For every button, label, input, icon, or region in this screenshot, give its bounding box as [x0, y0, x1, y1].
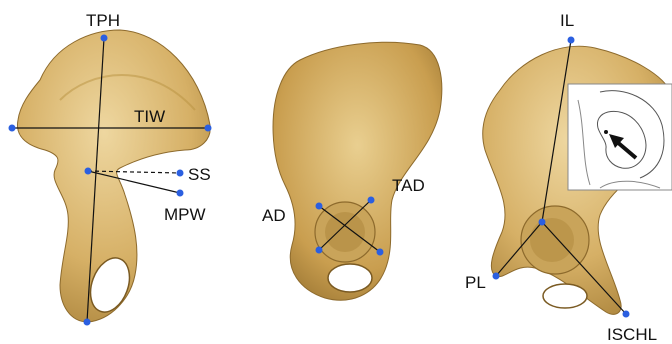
- label-mpw: MPW: [164, 205, 206, 224]
- pelvis-acetabular-view: [273, 42, 442, 300]
- acetabular-center-point: [539, 219, 546, 226]
- label-ad: AD: [262, 206, 286, 225]
- label-tad: TAD: [392, 176, 425, 195]
- ss-right-point: [177, 170, 184, 177]
- tad-bottom-point: [316, 247, 323, 254]
- label-tiw: TIW: [134, 107, 165, 126]
- ischl-bottom-point: [623, 311, 630, 318]
- bone-shape-2: [273, 42, 442, 300]
- acetabulum-inner-3: [530, 218, 574, 262]
- ss-left-point: [85, 168, 92, 175]
- label-ss: SS: [188, 165, 211, 184]
- inset-center-point: [604, 130, 608, 134]
- label-tph: TPH: [86, 11, 120, 30]
- label-pl: PL: [465, 273, 486, 292]
- mpw-right-point: [177, 190, 184, 197]
- tph-bottom-point: [84, 319, 91, 326]
- ad-bottom-point: [377, 249, 384, 256]
- obturator-foramen-3: [543, 284, 587, 308]
- acetabulum-inset: [568, 84, 672, 190]
- ad-top-point: [316, 203, 323, 210]
- tph-top-point: [101, 35, 108, 42]
- pl-bottom-point: [493, 273, 500, 280]
- acetabulum-inner-2: [325, 212, 365, 252]
- label-il: IL: [560, 11, 574, 30]
- label-ischl: ISCHL: [607, 325, 657, 344]
- tiw-left-point: [9, 125, 16, 132]
- tiw-right-point: [205, 125, 212, 132]
- il-top-point: [568, 37, 575, 44]
- tad-top-point: [368, 197, 375, 204]
- obturator-foramen-2: [328, 264, 372, 292]
